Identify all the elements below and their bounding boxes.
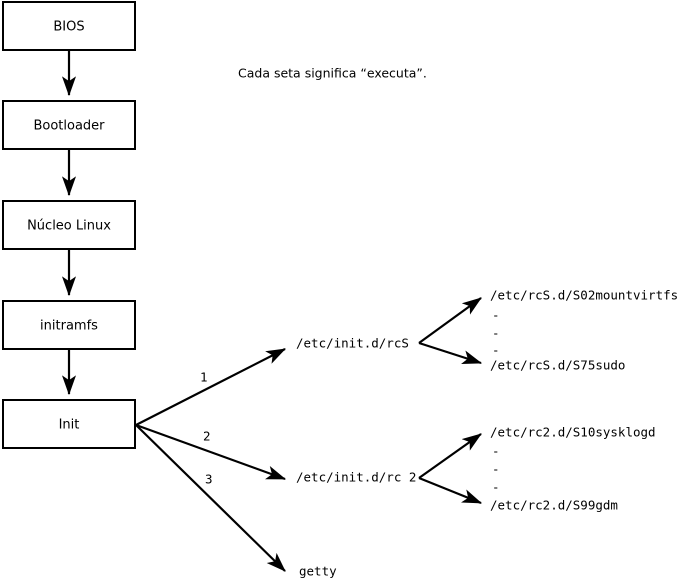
label-init-d-rcs: /etc/init.d/rcS <box>296 336 409 351</box>
rc2-ellipsis-dash-3: - <box>492 480 500 495</box>
box-bios: BIOS <box>2 1 136 51</box>
box-bootloader-rect <box>2 100 136 150</box>
box-bootloader-label: Bootloader <box>33 119 105 134</box>
arrow-init-to-rcs <box>135 348 286 426</box>
rcs-ellipsis-dash-2: - <box>492 326 500 341</box>
arrow-rc2-to-last-script <box>418 476 483 505</box>
box-initramfs-rect <box>2 300 136 350</box>
rcs-ellipsis-dash-3: - <box>492 343 500 358</box>
rc2-ellipsis-dash-2: - <box>492 462 500 477</box>
label-init-d-rc2: /etc/init.d/rc 2 <box>296 470 416 485</box>
diagram-caption: Cada seta significa “executa”. <box>238 66 427 81</box>
branch-number-3: 3 <box>205 472 213 487</box>
box-kernel: Núcleo Linux <box>2 200 136 250</box>
label-rcs-first-script: /etc/rcS.d/S02mountvirtfs <box>490 288 678 303</box>
box-initramfs-label: initramfs <box>40 319 98 334</box>
arrow-init-to-rc2 <box>135 423 287 481</box>
box-kernel-label: Núcleo Linux <box>27 219 111 234</box>
label-rc2-last-script: /etc/rc2.d/S99gdm <box>490 498 618 513</box>
label-getty: getty <box>299 564 337 579</box>
arrow-init-to-getty <box>135 424 286 572</box>
box-bootloader: Bootloader <box>2 100 136 150</box>
box-init-label: Init <box>59 418 80 433</box>
branch-number-2: 2 <box>203 429 211 444</box>
label-rc2-first-script: /etc/rc2.d/S10sysklogd <box>490 425 656 440</box>
arrow-rcs-to-first-script <box>418 297 482 344</box>
arrow-rc2-to-first-script <box>418 433 482 479</box>
rc2-ellipsis-dash-1: - <box>492 444 500 459</box>
box-bios-rect <box>2 1 136 51</box>
label-rcs-last-script: /etc/rcS.d/S75sudo <box>490 358 625 373</box>
box-init: Init <box>2 399 136 449</box>
box-initramfs: initramfs <box>2 300 136 350</box>
branch-number-1: 1 <box>200 370 208 385</box>
box-init-rect <box>2 399 136 449</box>
box-bios-label: BIOS <box>53 20 84 35</box>
rcs-ellipsis-dash-1: - <box>492 308 500 323</box>
arrow-rcs-to-last-script <box>418 341 483 365</box>
